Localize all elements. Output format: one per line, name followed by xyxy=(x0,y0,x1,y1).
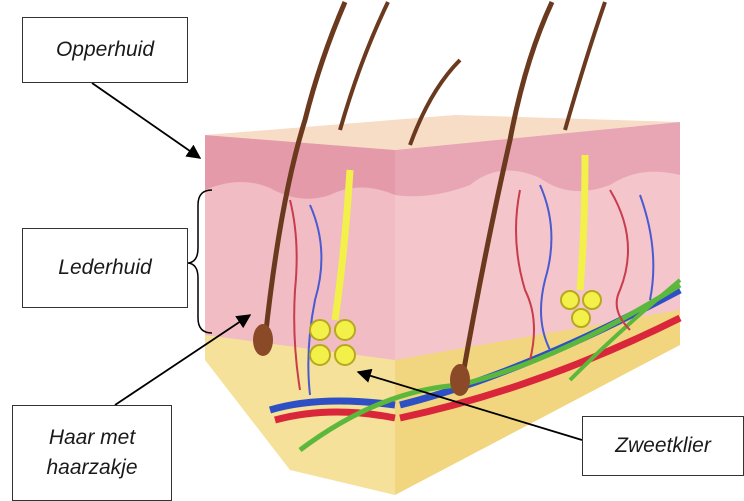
label-text: Opperhuid xyxy=(56,35,154,65)
label-opperhuid: Opperhuid xyxy=(22,17,188,83)
label-zweetklier: Zweetklier xyxy=(582,416,744,476)
arrow-icon xyxy=(92,83,200,158)
hair-shaft xyxy=(565,2,605,130)
hair-shaft xyxy=(340,2,388,130)
label-text: Lederhuid xyxy=(58,253,151,283)
hair-follicle xyxy=(253,324,273,356)
label-haar-met-haarzakje: Haar met haarzakje xyxy=(12,405,172,501)
label-text-line-1: Haar met xyxy=(49,423,135,453)
label-text: Zweetklier xyxy=(615,431,711,461)
label-text-line-2: haarzakje xyxy=(46,453,137,483)
hair-follicle xyxy=(450,364,470,396)
label-lederhuid: Lederhuid xyxy=(22,228,188,308)
